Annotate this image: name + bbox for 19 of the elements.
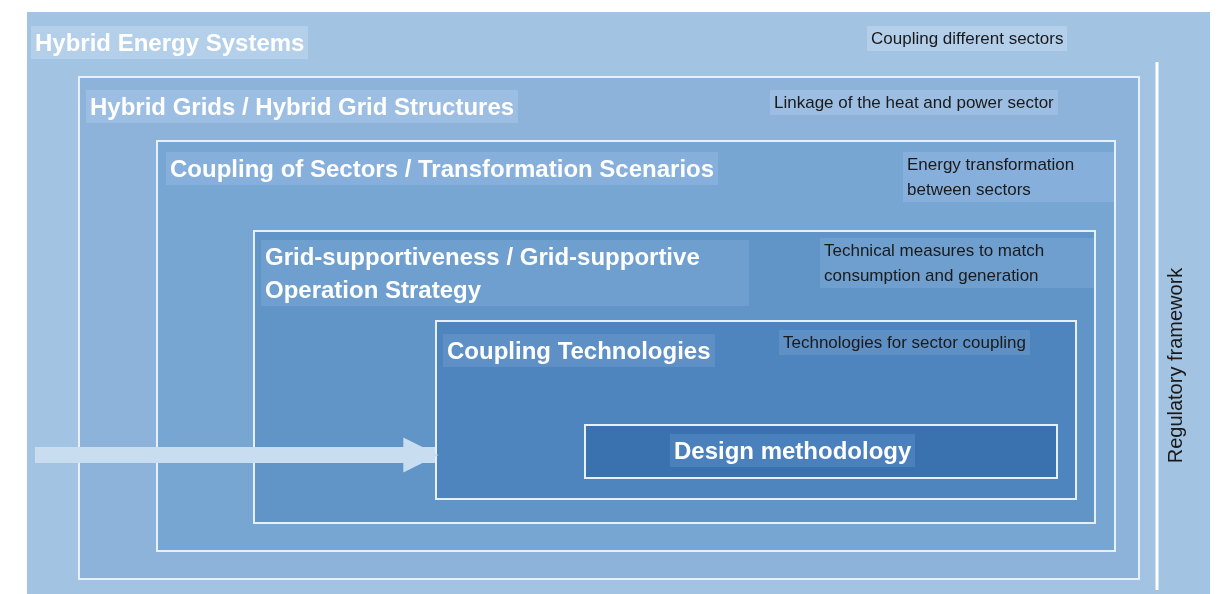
box-description: Coupling different sectors bbox=[867, 26, 1068, 51]
box-description: Technologies for sector coupling bbox=[779, 330, 1030, 355]
nested-box bbox=[253, 230, 1096, 524]
side-label: Regulatory framework bbox=[1164, 267, 1188, 463]
box-heading: Coupling Technologies bbox=[443, 334, 715, 367]
box-description: Technical measures to match consumption and generation bbox=[820, 238, 1094, 288]
arrow bbox=[35, 437, 439, 473]
box-heading: Hybrid Grids / Hybrid Grid Structures bbox=[86, 90, 519, 123]
box-description: Linkage of the heat and power sector bbox=[770, 90, 1058, 115]
nested-box bbox=[156, 140, 1116, 552]
nested-box bbox=[27, 12, 1210, 594]
nested-box bbox=[78, 76, 1140, 580]
nested-box bbox=[584, 424, 1058, 479]
nested-box bbox=[435, 320, 1077, 500]
box-heading: Coupling of Sectors / Transformation Scenarios bbox=[166, 152, 719, 185]
box-description: Energy transformation between sectors bbox=[903, 152, 1114, 202]
box-heading: Grid-supportiveness / Grid-supportive Operation Strategy bbox=[261, 240, 749, 306]
box-heading: Design methodology bbox=[670, 434, 916, 467]
box-heading: Hybrid Energy Systems bbox=[31, 26, 309, 59]
